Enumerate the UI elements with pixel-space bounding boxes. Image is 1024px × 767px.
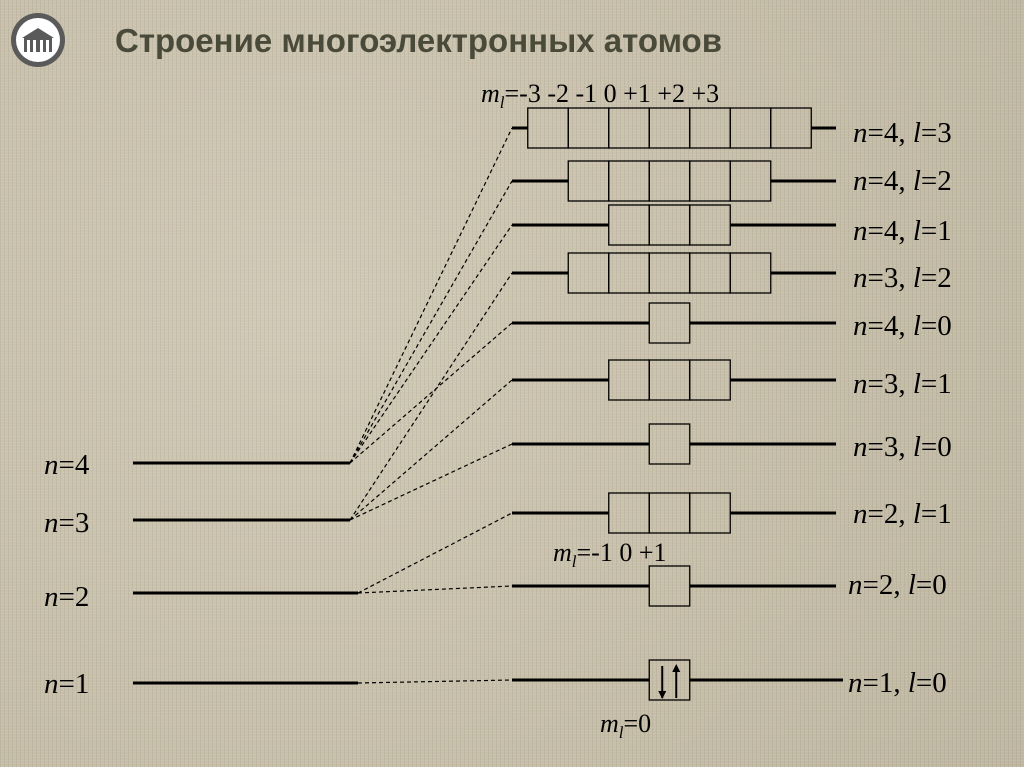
orbital-box	[729, 160, 772, 202]
orbital-box	[689, 204, 731, 246]
orbital-box	[567, 160, 610, 202]
shell-label-n3: n=3	[44, 507, 89, 539]
connector-n4-l1	[349, 224, 513, 464]
sublevel-label-n4-l0: n=4, l=0	[853, 310, 952, 342]
connector-n2-l1	[357, 512, 513, 594]
orbital-box	[608, 160, 650, 202]
orbital-box	[648, 359, 691, 401]
orbital-box	[567, 252, 610, 294]
sublevel-label-n2-l1: n=2, l=1	[853, 498, 952, 530]
connector-n4-l0	[349, 322, 513, 464]
shell-label-n4: n=4	[44, 449, 90, 481]
orbital-box	[729, 252, 772, 294]
orbital-box	[567, 107, 610, 149]
sublevel-label-n4-l2: n=4, l=2	[853, 165, 952, 197]
orbital-box	[608, 107, 650, 149]
connector-n3-l1	[349, 379, 513, 521]
orbital-box	[689, 160, 731, 202]
orbital-box	[729, 107, 772, 149]
connector-n2-l0	[357, 585, 513, 594]
sublevel-label-n3-l1: n=3, l=1	[853, 368, 952, 400]
orbital-box	[648, 302, 691, 344]
sublevel-label-n4-l3: n=4, l=3	[853, 117, 952, 149]
orbital-box	[648, 492, 691, 534]
orbital-box	[608, 252, 650, 294]
ml-label-s: ml=0	[600, 709, 651, 742]
ml-label-p: ml=-1 0 +1	[553, 538, 667, 571]
orbital-box	[527, 107, 569, 149]
sublevel-label-n3-l0: n=3, l=0	[853, 431, 952, 463]
university-logo-icon	[8, 10, 68, 70]
orbital-box	[689, 492, 731, 534]
sublevel-label-n2-l0: n=2, l=0	[848, 569, 947, 601]
arrow-up-icon	[672, 664, 681, 672]
sublevel-label-n1-l0: n=1, l=0	[848, 667, 947, 699]
orbital-box	[648, 107, 691, 149]
ml-label-f: ml=-3 -2 -1 0 +1 +2 +3	[481, 79, 719, 112]
orbital-box	[648, 659, 691, 701]
orbital-box	[689, 359, 731, 401]
orbital-box	[648, 160, 691, 202]
orbital-box	[648, 565, 691, 607]
orbital-box	[689, 252, 731, 294]
connector-n3-l2	[349, 272, 513, 521]
orbital-box	[689, 107, 731, 149]
arrow-down-icon	[658, 691, 667, 699]
orbital-box	[648, 204, 691, 246]
orbital-box	[648, 423, 691, 465]
orbital-box	[770, 107, 812, 149]
connector-n4-l2	[349, 180, 513, 464]
connector-n4-l3	[349, 127, 513, 464]
page-title: Строение многоэлектронных атомов	[115, 22, 723, 59]
shell-label-n2: n=2	[44, 581, 89, 613]
orbital-box	[648, 252, 691, 294]
shell-label-n1: n=1	[44, 668, 89, 700]
sublevel-label-n3-l2: n=3, l=2	[853, 262, 952, 294]
sublevel-label-n4-l1: n=4, l=1	[853, 215, 952, 247]
orbital-box	[608, 359, 650, 401]
connector-n3-l0	[349, 443, 513, 521]
orbital-box	[608, 204, 650, 246]
connector-n1-l0	[357, 679, 513, 684]
orbital-box	[608, 492, 650, 534]
